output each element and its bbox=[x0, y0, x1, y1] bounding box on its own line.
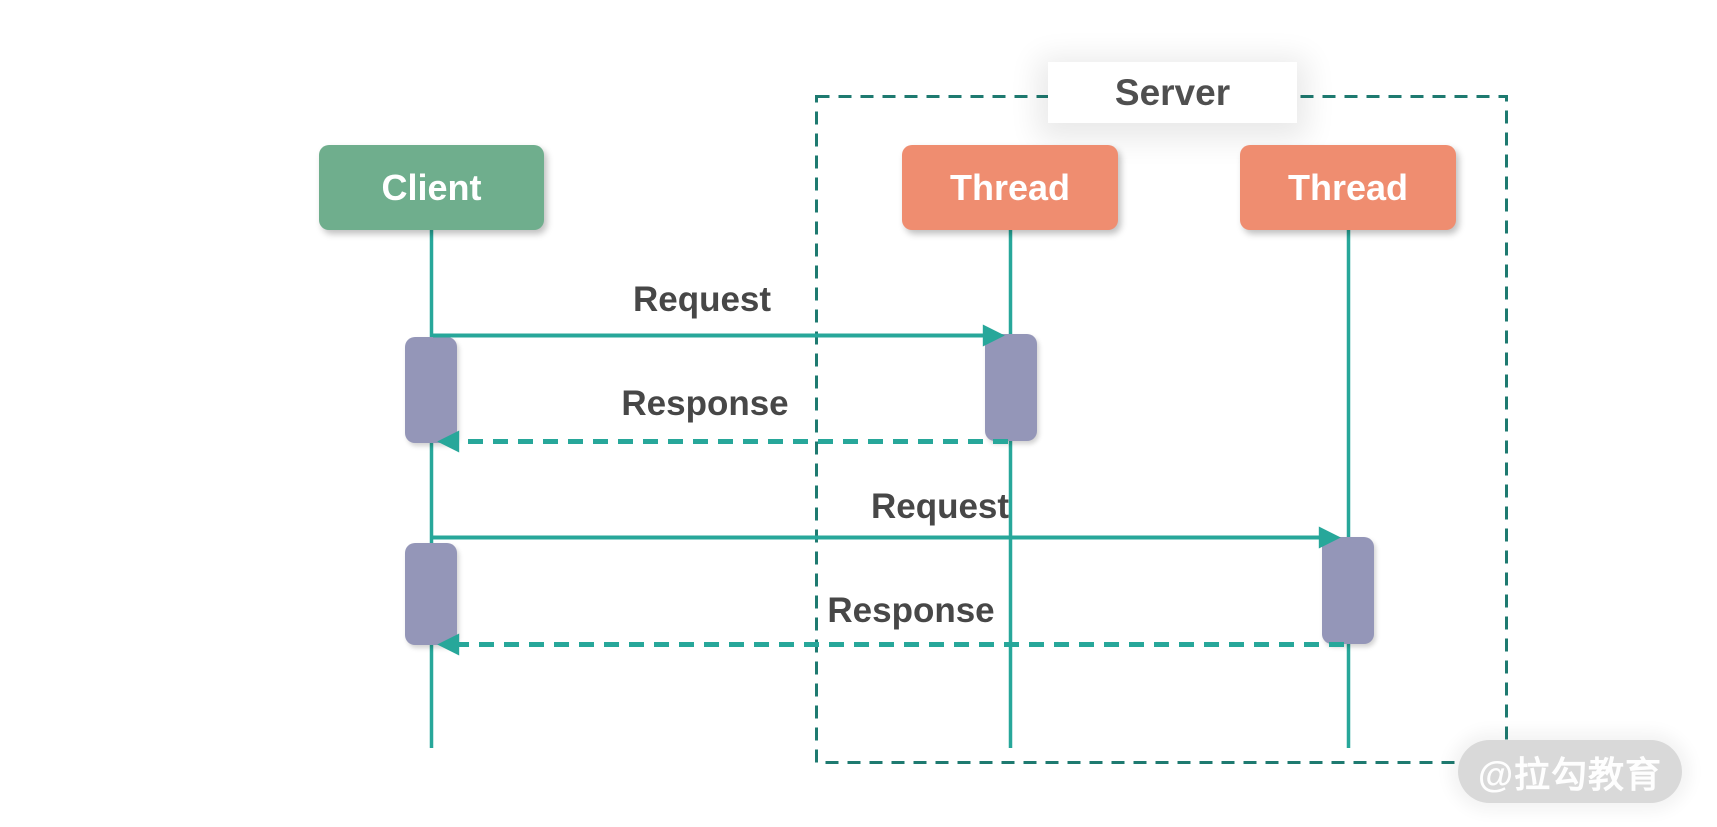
watermark-badge: @拉勾教育 bbox=[1458, 740, 1682, 803]
actor-client-label: Client bbox=[381, 166, 482, 208]
activation-bar-client-2 bbox=[405, 543, 457, 645]
message-label-request-1: Request bbox=[632, 280, 772, 319]
message-label-response-2: Response bbox=[827, 591, 995, 630]
actor-client: Client bbox=[319, 145, 544, 230]
activation-bar-thread-1 bbox=[985, 334, 1037, 441]
actor-thread-2-label: Thread bbox=[1287, 166, 1409, 208]
actor-thread-1-label: Thread bbox=[949, 166, 1071, 208]
server-boundary-frame bbox=[815, 95, 1508, 764]
actor-thread-1: Thread bbox=[902, 145, 1118, 230]
watermark-text: @拉勾教育 bbox=[1477, 753, 1663, 795]
server-frame-label-text: Server bbox=[1114, 71, 1231, 113]
actor-thread-2: Thread bbox=[1240, 145, 1456, 230]
activation-bar-thread-2 bbox=[1322, 537, 1374, 644]
message-label-request-2: Request bbox=[870, 487, 1010, 526]
activation-bar-client-1 bbox=[405, 337, 457, 443]
message-label-response-1: Response bbox=[621, 384, 789, 423]
server-frame-label: Server bbox=[1048, 62, 1297, 123]
